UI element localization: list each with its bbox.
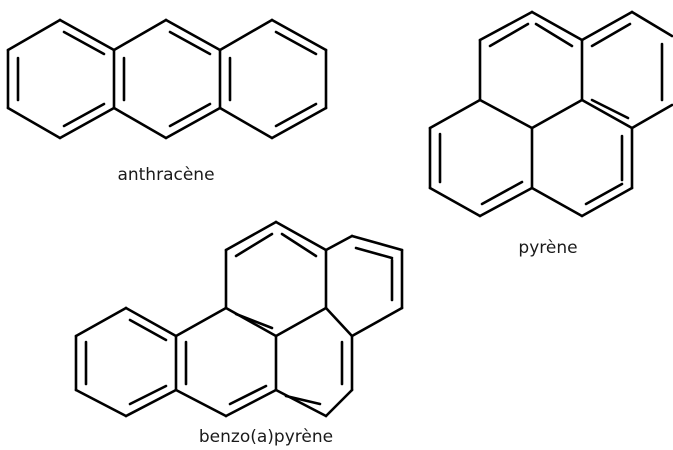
anthracene-label: anthracène (117, 165, 214, 185)
anthracene-skeleton (6, 18, 328, 140)
anthracene-double-bonds (16, 30, 318, 128)
benzopyrene-structure: benzo(a)pyrène (74, 220, 404, 447)
pyrene-structure: pyrène (428, 10, 673, 258)
anthracene-structure: anthracène (6, 18, 328, 185)
pyrene-skeleton (428, 10, 673, 218)
pyrene-double-bonds (438, 22, 664, 206)
benzopyrene-skeleton (74, 220, 404, 418)
benzopyrene-label: benzo(a)pyrène (199, 427, 333, 447)
benzopyrene-double-bonds (84, 232, 394, 406)
pyrene-label: pyrène (518, 238, 577, 258)
